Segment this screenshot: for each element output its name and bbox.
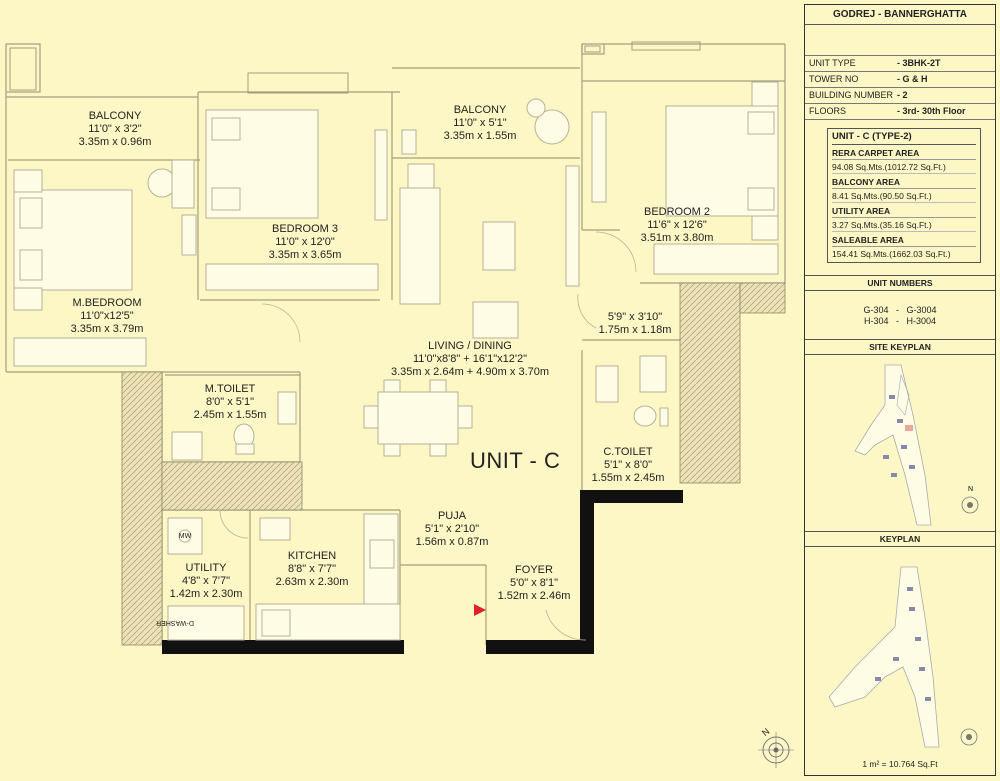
info-panel: GODREJ - BANNERGHATTA UNIT TYPE- 3BHK-2T… — [804, 4, 996, 776]
site-keyplan: N — [805, 355, 995, 531]
info-row-building: BUILDING NUMBER- 2 — [805, 88, 995, 104]
hatched-structure — [121, 282, 786, 646]
site-keyplan-map: N — [854, 364, 979, 526]
microwave-label: MW — [178, 533, 192, 540]
room-label-c-toilet: C.TOILET 5'1" x 8'0" 1.55m x 2.45m — [591, 446, 665, 484]
furniture — [13, 81, 779, 641]
keyplan-heading: KEYPLAN — [805, 531, 995, 547]
room-label-kitchen: KITCHEN 8'8" x 7'7" 2.63m x 2.30m — [275, 550, 349, 588]
info-row-floors: FLOORS- 3rd- 30th Floor — [805, 104, 995, 120]
exterior-walls — [162, 490, 683, 654]
room-label-m-bedroom: M.BEDROOM 11'0"x12'5" 3.35m x 3.79m — [70, 297, 144, 335]
room-label-balcony-2: BALCONY 11'0" x 5'1" 3.35m x 1.55m — [443, 104, 517, 142]
room-label-m-toilet: M.TOILET 8'0" x 5'1" 2.45m x 1.55m — [193, 383, 267, 421]
room-label-foyer: FOYER 5'0" x 8'1" 1.52m x 2.46m — [497, 564, 571, 602]
north-label: N — [968, 486, 973, 493]
keyplan-map — [828, 566, 978, 748]
area-box: UNIT - C (TYPE-2) RERA CARPET AREA 94.08… — [827, 128, 981, 263]
washer-label: D-WASHER — [156, 619, 194, 626]
info-row-unit-type: UNIT TYPE- 3BHK-2T — [805, 55, 995, 72]
door-swings — [219, 231, 637, 641]
room-label-living-dining: LIVING / DINING 11'0"x8'8" + 16'1"x12'2"… — [390, 340, 550, 378]
unit-heading: UNIT - C (TYPE-2) — [832, 131, 976, 145]
project-title: GODREJ - BANNERGHATTA — [805, 5, 995, 25]
north-compass-icon — [758, 732, 794, 768]
room-label-balcony-1: BALCONY 11'0" x 3'2" 3.35m x 0.96m — [78, 110, 152, 148]
unit-numbers-heading: UNIT NUMBERS — [805, 275, 995, 291]
room-label-puja: PUJA 5'1" x 2'10" 1.56m x 0.87m — [415, 510, 489, 548]
room-label-bedroom-2: BEDROOM 2 11'6" x 12'6" 3.51m x 3.80m — [640, 206, 714, 244]
unit-title: UNIT - C — [470, 448, 561, 473]
entry-arrow-icon — [474, 604, 486, 616]
conversion-footnote: 1 m² = 10.764 Sq.Ft — [862, 759, 938, 769]
site-keyplan-heading: SITE KEYPLAN — [805, 339, 995, 355]
keyplan — [805, 547, 995, 757]
windows — [9, 41, 701, 94]
room-label-passage: 5'9" x 3'10" 1.75m x 1.18m — [598, 311, 672, 336]
room-label-utility: UTILITY 4'8" x 7'7" 1.42m x 2.30m — [169, 562, 243, 600]
unit-numbers: G-304 - G-3004 H-304 - H-3004 — [863, 305, 937, 326]
room-label-bedroom-3: BEDROOM 3 11'0" x 12'0" 3.35m x 3.65m — [268, 223, 342, 261]
info-row-tower: TOWER NO- G & H — [805, 72, 995, 88]
